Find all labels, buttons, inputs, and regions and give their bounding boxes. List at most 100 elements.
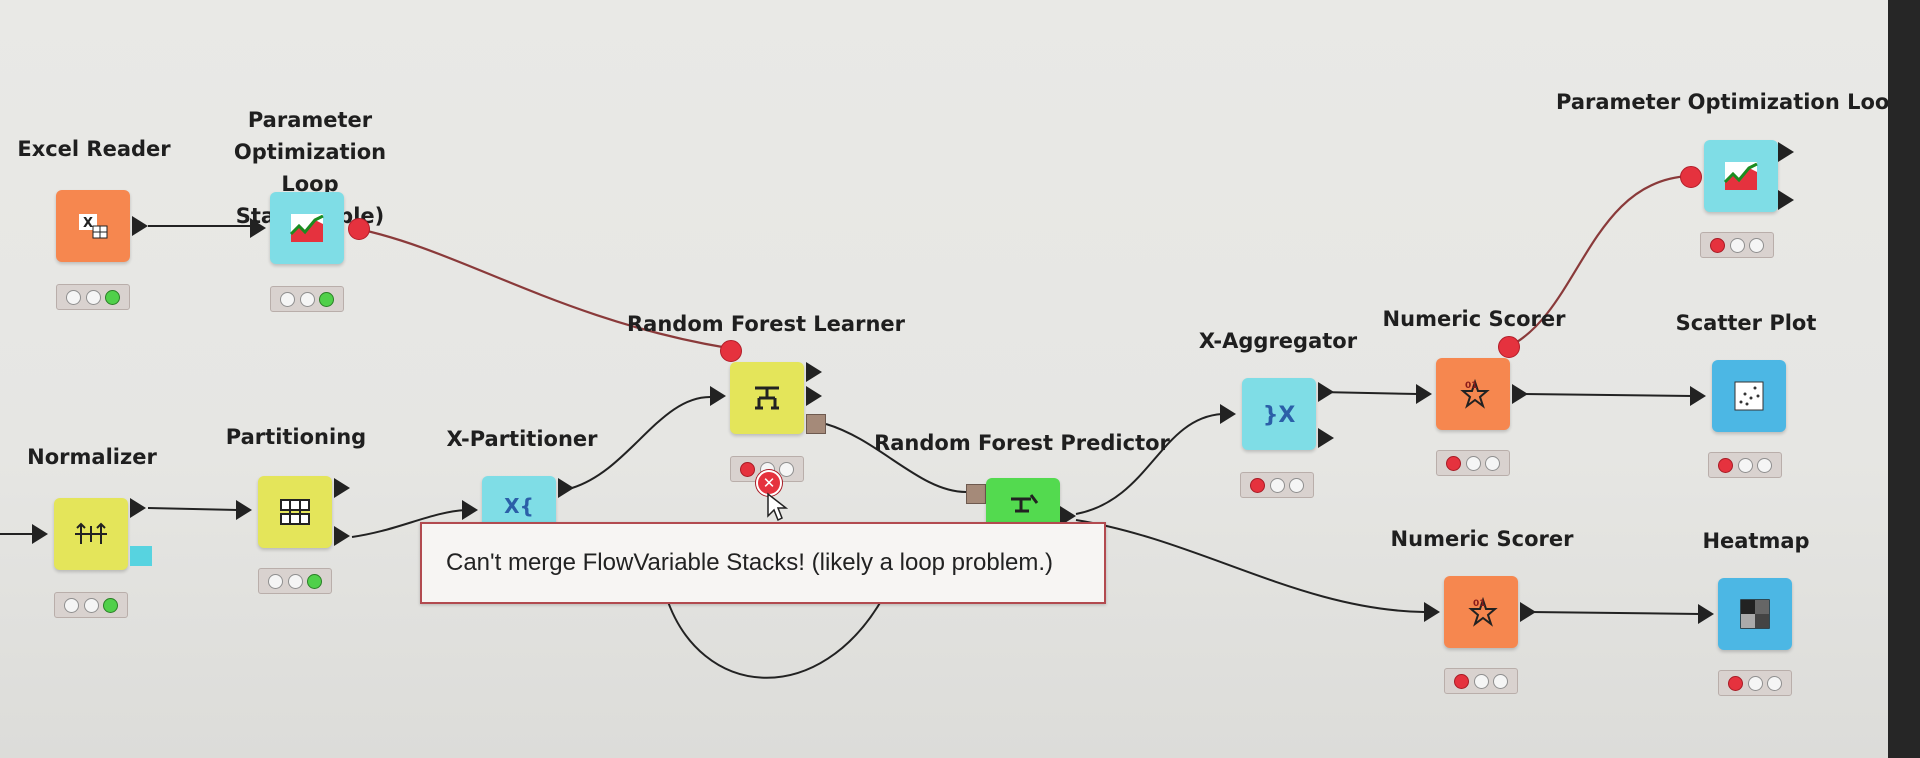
scorer-star-icon: 01: [1460, 378, 1490, 409]
node-label: Numeric Scorer: [1382, 307, 1566, 331]
output-port[interactable]: [1512, 384, 1528, 404]
status-traffic-light: [56, 284, 130, 310]
status-light-red: [65, 289, 81, 305]
connection-wire: [147, 507, 239, 511]
input-port[interactable]: [1698, 604, 1714, 624]
output-port-1[interactable]: [334, 478, 350, 498]
node-label: Normalizer: [27, 445, 157, 469]
heatmap-icon[interactable]: [1718, 578, 1792, 650]
numeric-scorer-icon[interactable]: 01: [1444, 576, 1518, 648]
node-label: Excel Reader: [17, 137, 171, 161]
status-light-green: [319, 291, 335, 307]
partition-grid-icon: [280, 499, 310, 525]
flow-variable-port[interactable]: [1680, 166, 1702, 188]
optimization-chart-icon: [289, 214, 324, 242]
input-port[interactable]: [236, 500, 252, 520]
output-port-2[interactable]: [334, 526, 350, 546]
status-traffic-light: [1700, 232, 1774, 258]
connection-wire: [1075, 519, 1425, 613]
output-port-model[interactable]: [806, 362, 822, 382]
input-port[interactable]: [250, 218, 266, 238]
status-light-yellow: [1465, 455, 1481, 471]
input-port[interactable]: [1690, 386, 1706, 406]
connection-wire: [825, 423, 967, 493]
flow-variable-wire: [357, 227, 729, 350]
input-port[interactable]: [1424, 602, 1440, 622]
model-output-port[interactable]: [130, 546, 152, 566]
output-port[interactable]: [132, 216, 148, 236]
partitioning-icon[interactable]: [258, 476, 332, 548]
screen-bezel: [1888, 0, 1920, 758]
connection-wire: [571, 395, 713, 489]
status-light-yellow: [85, 289, 101, 305]
normalizer-icon[interactable]: [54, 498, 128, 570]
scatter-plot-icon[interactable]: [1712, 360, 1786, 432]
status-light-red: [1445, 455, 1461, 471]
output-port[interactable]: [130, 498, 146, 518]
flow-variable-port[interactable]: [348, 218, 370, 240]
random-forest-learner-icon[interactable]: [730, 362, 804, 434]
connection-wire: [351, 509, 467, 538]
output-port[interactable]: [1060, 506, 1076, 526]
status-light-red: [267, 573, 283, 589]
status-traffic-light: [258, 568, 332, 594]
svg-text:01: 01: [1473, 599, 1486, 609]
status-light-red: [1727, 675, 1743, 691]
output-port[interactable]: [558, 478, 574, 498]
input-port[interactable]: [1416, 384, 1432, 404]
input-port[interactable]: [1220, 404, 1236, 424]
input-port[interactable]: [462, 500, 478, 520]
x-partitioner-icon[interactable]: X{: [482, 476, 556, 524]
node-label: Heatmap: [1702, 529, 1810, 553]
svg-text:X{: X{: [504, 494, 534, 518]
status-light-green: [1749, 237, 1765, 253]
status-light-green: [105, 289, 121, 305]
output-port-2[interactable]: [1778, 190, 1794, 210]
node-label: Partitioning: [225, 425, 367, 449]
svg-text:01: 01: [1465, 381, 1478, 391]
status-traffic-light: [54, 592, 128, 618]
output-port-1[interactable]: [1318, 382, 1334, 402]
status-light-yellow: [1737, 457, 1753, 473]
output-port-table[interactable]: [806, 414, 826, 434]
flow-variable-port[interactable]: [1498, 336, 1520, 358]
status-traffic-light: [1718, 670, 1792, 696]
connection-wire: [1529, 611, 1701, 615]
connection-wire: [1319, 391, 1419, 395]
status-light-yellow: [83, 597, 99, 613]
status-light-green: [103, 597, 119, 613]
status-light-green: [779, 461, 795, 477]
status-light-green: [1485, 455, 1501, 471]
aggregate-icon: }X: [1263, 403, 1296, 428]
x-aggregator-icon[interactable]: }X: [1242, 378, 1316, 450]
status-light-red: [1453, 673, 1469, 689]
error-tooltip: Can't merge FlowVariable Stacks! (likely…: [420, 522, 1106, 604]
connection-wire: [1519, 393, 1693, 397]
input-port-model[interactable]: [966, 484, 986, 504]
input-port[interactable]: [710, 386, 726, 406]
output-port-1[interactable]: [1778, 142, 1794, 162]
excel-reader-icon[interactable]: X: [56, 190, 130, 262]
predictor-tree-icon: [1011, 494, 1039, 513]
status-light-green: [1767, 675, 1783, 691]
status-light-red: [1709, 237, 1725, 253]
random-forest-predictor-icon[interactable]: [986, 478, 1060, 524]
status-light-yellow: [1729, 237, 1745, 253]
loop-wire: [665, 595, 885, 679]
output-port[interactable]: [1520, 602, 1536, 622]
loop-end-icon[interactable]: [1704, 140, 1778, 212]
svg-text:}X: }X: [1263, 403, 1296, 428]
status-light-red: [1249, 477, 1265, 493]
input-port[interactable]: [32, 524, 48, 544]
status-light-red: [739, 461, 755, 477]
numeric-scorer-icon[interactable]: 01: [1436, 358, 1510, 430]
error-tooltip-text: Can't merge FlowVariable Stacks! (likely…: [446, 549, 1054, 576]
output-port-stats[interactable]: [806, 386, 822, 406]
status-light-yellow: [1473, 673, 1489, 689]
flow-variable-port[interactable]: [720, 340, 742, 362]
output-port-2[interactable]: [1318, 428, 1334, 448]
status-traffic-light: [1240, 472, 1314, 498]
loop-start-icon[interactable]: [270, 192, 344, 264]
